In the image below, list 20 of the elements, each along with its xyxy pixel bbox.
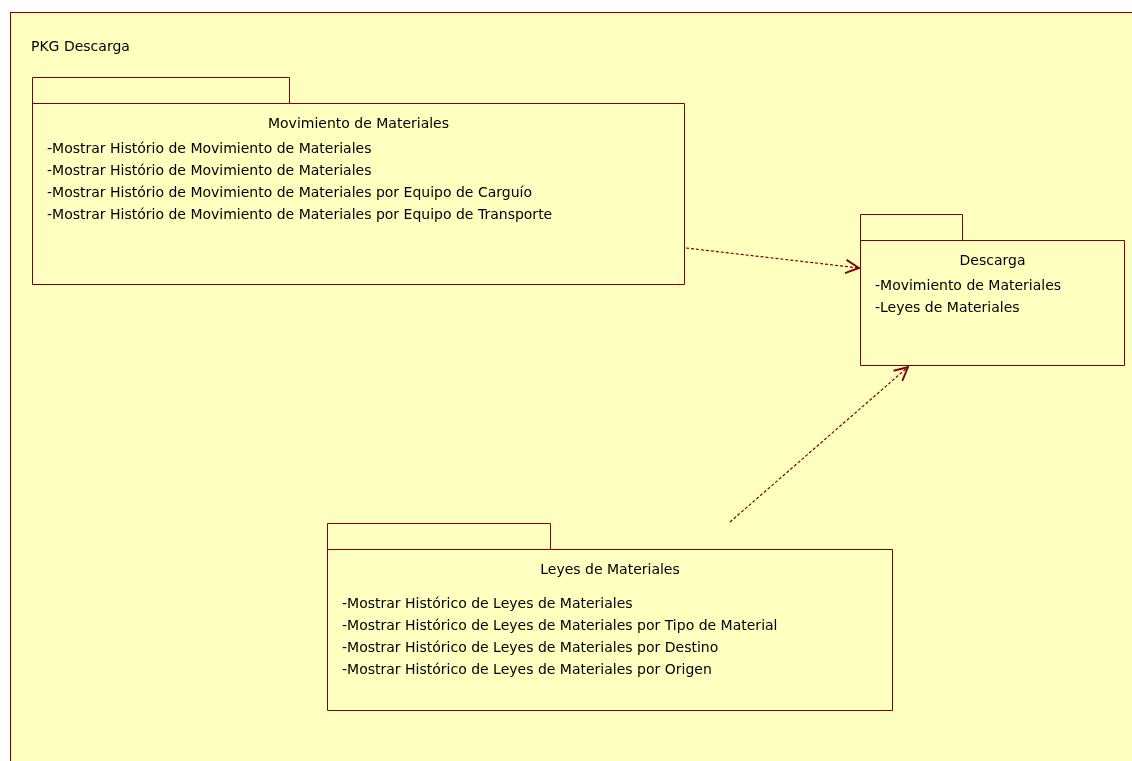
package-symbol xyxy=(32,77,685,285)
package-name: Leyes de Materiales xyxy=(539,561,681,577)
dependency-arrow xyxy=(685,247,860,274)
package-item: -Mostrar Histórico de Leyes de Materiales por Destino xyxy=(342,639,719,655)
package-symbol xyxy=(327,523,893,711)
package-name: Descarga xyxy=(958,252,1027,268)
package-symbol xyxy=(860,214,1125,366)
package-item: -Mostrar Histórico de Leyes de Materiales por Tipo de Material xyxy=(342,617,778,633)
package-item: -Mostrar Histórico de Leyes de Materiales por Origen xyxy=(342,661,712,677)
package-item: -Mostrar Histório de Movimiento de Materiales xyxy=(47,140,372,156)
package-item: -Movimiento de Materiales xyxy=(875,277,1062,293)
package-item: -Mostrar Histórico de Leyes de Materiales xyxy=(342,595,633,611)
dependency-arrow xyxy=(729,366,909,523)
package-frame xyxy=(10,12,1132,761)
package-item: -Mostrar Histório de Movimiento de Materiales xyxy=(47,162,372,178)
frame-title: PKG Descarga xyxy=(31,38,130,54)
package-item: -Mostrar Histório de Movimiento de Materiales por Equipo de Carguío xyxy=(47,184,532,200)
package-name: Movimiento de Materiales xyxy=(266,115,451,131)
package-item: -Leyes de Materiales xyxy=(875,299,1020,315)
package-item: -Mostrar Histório de Movimiento de Materiales por Equipo de Transporte xyxy=(47,206,553,222)
